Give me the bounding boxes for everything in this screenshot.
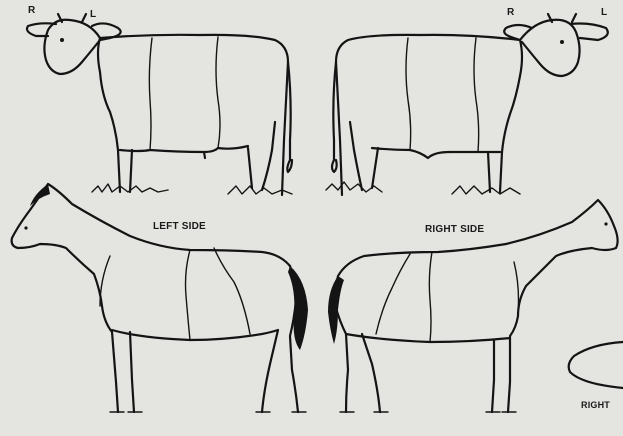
cow-left-side [27, 14, 292, 195]
horse-left-brand-lines [100, 248, 250, 340]
cow-right-brand-lines [406, 38, 479, 152]
horse-left-mane [30, 184, 50, 206]
cow-right-outline [336, 35, 522, 195]
cow-right-side [326, 14, 608, 195]
cow-left-outline [98, 35, 288, 195]
left-side-label: LEFT SIDE [153, 221, 206, 232]
cow-right-head [504, 14, 608, 76]
horse-left-side [12, 184, 308, 412]
cow-left-brand-lines [149, 37, 220, 150]
horse-right-tail [328, 276, 344, 344]
right-side-label: RIGHT SIDE [425, 224, 484, 235]
horse-left-outline [12, 184, 298, 412]
cow-left-ear-l-label: L [90, 9, 96, 20]
horse-left-eye [24, 226, 27, 229]
partial-oval-shape [569, 342, 623, 388]
cow-left-grass [92, 184, 292, 194]
cow-left-ear-r-label: R [28, 5, 35, 16]
cow-right-eye [560, 40, 564, 44]
cow-right-ear-r-label: R [507, 7, 514, 18]
cow-right-ear-l-label: L [601, 7, 607, 18]
cow-left-head [27, 14, 121, 74]
horse-right-brand-lines [376, 252, 519, 342]
right-partial-label: RIGHT [581, 400, 610, 410]
horse-right-eye [604, 222, 607, 225]
cow-left-eye [60, 38, 64, 42]
